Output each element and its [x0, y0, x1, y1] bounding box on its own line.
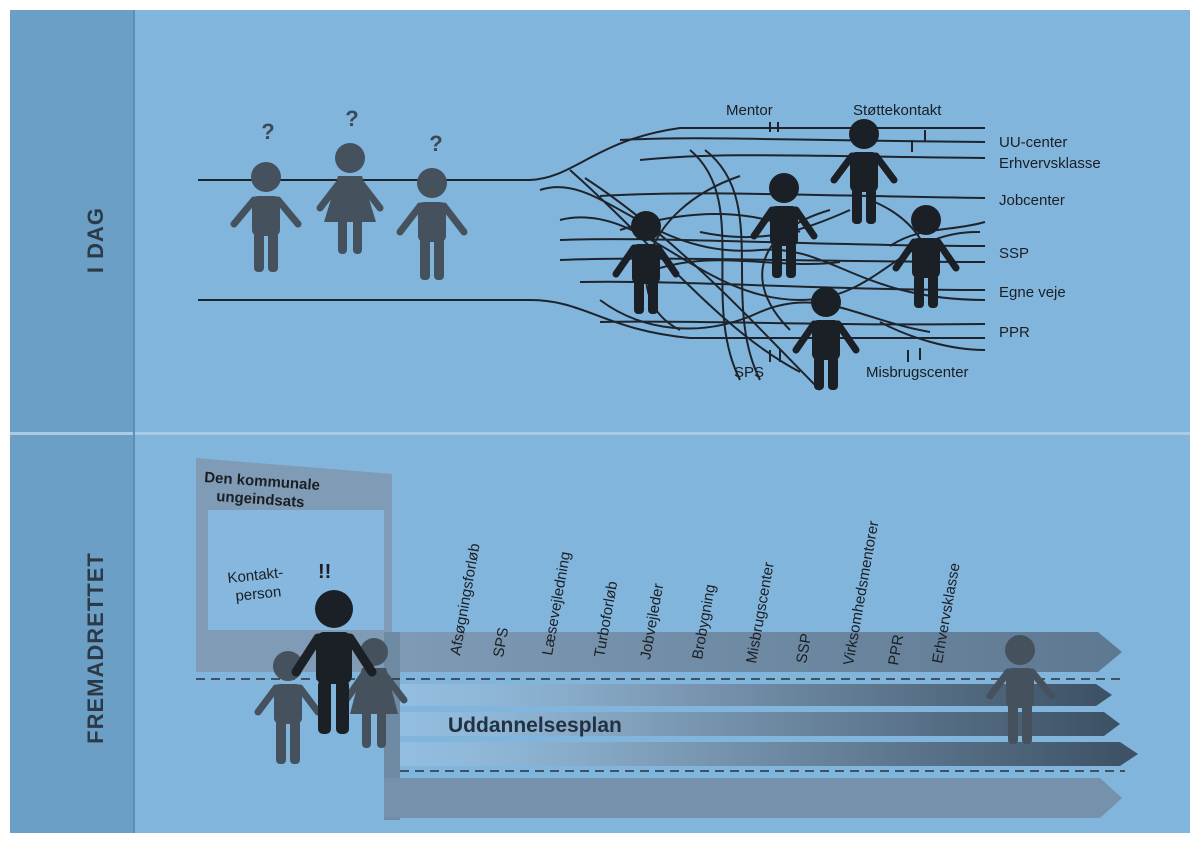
- label-misbrugscenter: Misbrugscenter: [866, 364, 969, 381]
- service-sps: SPS: [490, 626, 512, 659]
- label-jobcenter: Jobcenter: [999, 192, 1065, 209]
- label-ppr: PPR: [999, 324, 1030, 341]
- box-title-line2: ungeindsats: [216, 488, 305, 511]
- contact-label-line1: Kontakt-: [227, 564, 284, 587]
- youth-figure-destination: [986, 635, 1056, 744]
- contact-label-line2: person: [235, 583, 282, 605]
- waiting-person-1: [230, 162, 302, 272]
- plan-stripe-1: [400, 684, 1112, 706]
- label-egne-veje: Egne veje: [999, 284, 1066, 301]
- lost-person-3: [612, 211, 680, 314]
- question-mark-3: ?: [429, 131, 442, 156]
- question-mark-2: ?: [345, 106, 358, 131]
- section-title-forward: FREMADRETTET: [83, 552, 108, 744]
- lost-person-4: [892, 205, 960, 308]
- plan-stripe-2: [400, 712, 1120, 736]
- service-ppr: PPR: [885, 633, 907, 666]
- side-strip: [10, 10, 134, 833]
- plan-stripe-3: [400, 742, 1138, 766]
- plan-label: Uddannelsesplan: [448, 714, 622, 737]
- youth-figure-right: [342, 638, 408, 748]
- lost-person-5: [792, 287, 860, 390]
- section-divider: [10, 432, 1190, 435]
- section-title-today: I DAG: [83, 207, 108, 273]
- label-uu-center: UU-center: [999, 134, 1067, 151]
- contact-person-figure: [291, 590, 377, 734]
- exclamation-marks: !!: [318, 561, 331, 583]
- main-arrow-band: [384, 632, 1122, 672]
- waiting-person-3: [396, 168, 468, 280]
- question-mark-1: ?: [261, 119, 274, 144]
- label-sps: SPS: [734, 364, 764, 381]
- label-stottekontakt: Støttekontakt: [853, 102, 942, 119]
- label-erhvervsklasse: Erhvervsklasse: [999, 155, 1101, 172]
- label-mentor: Mentor: [726, 102, 773, 119]
- label-ssp: SSP: [999, 245, 1029, 262]
- waiting-person-2: [316, 143, 384, 254]
- youth-figure-left: [254, 651, 322, 764]
- lost-person-1: [830, 119, 898, 224]
- lost-person-2: [750, 173, 818, 278]
- bottom-arrow: [384, 778, 1122, 818]
- service-ssp: SSP: [793, 632, 815, 665]
- strip-edge: [133, 10, 135, 833]
